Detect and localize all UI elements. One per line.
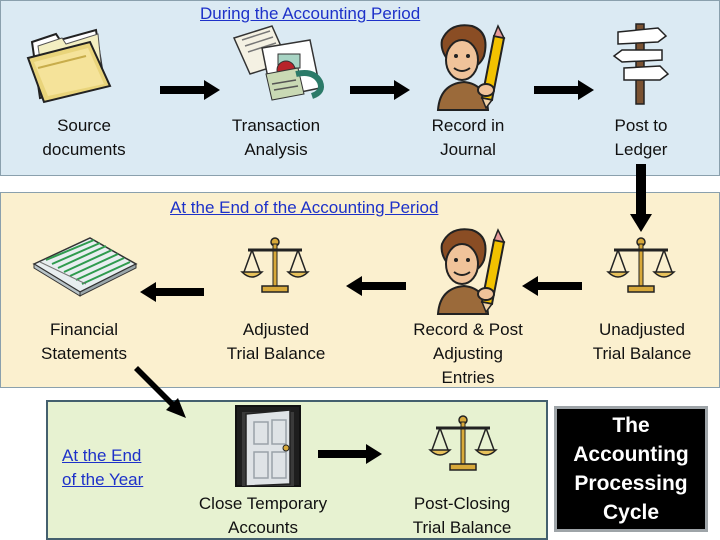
person-writing-icon xyxy=(428,20,512,112)
end-of-year-title-line-1: At the End xyxy=(62,444,143,468)
step-financial-statements-line-1: Financial xyxy=(24,318,144,342)
cycle-title-line-1: The xyxy=(612,411,649,440)
step-record-post-adjusting-line-2: Adjusting xyxy=(388,342,548,366)
step-post-to-ledger: Post to Ledger xyxy=(576,114,706,162)
step-adjusted-trial-balance-line-2: Trial Balance xyxy=(206,342,346,366)
step-post-to-ledger-line-1: Post to xyxy=(576,114,706,138)
step-adjusted-trial-balance: Adjusted Trial Balance xyxy=(206,318,346,366)
step-record-post-adjusting: Record & Post Adjusting Entries xyxy=(388,318,548,390)
scales-icon xyxy=(606,236,676,294)
person-writing-icon xyxy=(428,224,512,316)
end-of-year-title: At the End of the Year xyxy=(62,444,143,492)
step-financial-statements: Financial Statements xyxy=(24,318,144,366)
step-financial-statements-line-2: Statements xyxy=(24,342,144,366)
step-post-to-ledger-line-2: Ledger xyxy=(576,138,706,162)
arrow-close-to-post-closing xyxy=(318,444,382,464)
step-transaction-analysis-line-2: Analysis xyxy=(206,138,346,162)
arrow-ledger-to-unadjusted xyxy=(630,164,652,232)
cycle-title-line-4: Cycle xyxy=(603,498,659,527)
step-record-in-journal: Record in Journal xyxy=(398,114,538,162)
step-unadjusted-trial-balance-line-1: Unadjusted xyxy=(572,318,712,342)
step-post-closing-trial-balance: Post-Closing Trial Balance xyxy=(394,492,530,540)
arrow-unadjusted-to-adjusting xyxy=(522,276,582,296)
arrow-statements-to-close xyxy=(134,366,190,422)
scales-icon xyxy=(428,414,498,472)
step-close-temporary-accounts: Close Temporary Accounts xyxy=(178,492,348,540)
cycle-title-line-3: Processing xyxy=(574,469,687,498)
step-source-documents: Source documents xyxy=(24,114,144,162)
step-record-in-journal-line-2: Journal xyxy=(398,138,538,162)
cycle-title-box: The Accounting Processing Cycle xyxy=(554,406,708,532)
step-source-documents-line-1: Source xyxy=(24,114,144,138)
step-transaction-analysis-line-1: Transaction xyxy=(206,114,346,138)
arrow-adjusted-to-statements xyxy=(140,282,204,302)
arrow-journal-to-ledger xyxy=(534,80,594,100)
papers-icon xyxy=(226,18,330,108)
step-close-temporary-accounts-line-1: Close Temporary xyxy=(178,492,348,516)
arrow-source-to-analysis xyxy=(160,80,220,100)
step-unadjusted-trial-balance: Unadjusted Trial Balance xyxy=(572,318,712,366)
arrow-adjusting-to-adjusted xyxy=(346,276,406,296)
step-transaction-analysis: Transaction Analysis xyxy=(206,114,346,162)
cycle-title-line-2: Accounting xyxy=(573,440,689,469)
step-adjusted-trial-balance-line-1: Adjusted xyxy=(206,318,346,342)
step-record-post-adjusting-line-1: Record & Post xyxy=(388,318,548,342)
folder-icon xyxy=(26,24,114,104)
step-post-closing-trial-balance-line-2: Trial Balance xyxy=(394,516,530,540)
end-of-period-title: At the End of the Accounting Period xyxy=(170,198,438,218)
signpost-icon xyxy=(610,16,672,106)
report-stack-icon xyxy=(30,234,140,298)
step-record-in-journal-line-1: Record in xyxy=(398,114,538,138)
step-unadjusted-trial-balance-line-2: Trial Balance xyxy=(572,342,712,366)
step-source-documents-line-2: documents xyxy=(24,138,144,162)
arrow-analysis-to-journal xyxy=(350,80,410,100)
scales-icon xyxy=(240,236,310,294)
step-post-closing-trial-balance-line-1: Post-Closing xyxy=(394,492,530,516)
step-close-temporary-accounts-line-2: Accounts xyxy=(178,516,348,540)
end-of-year-title-line-2: of the Year xyxy=(62,468,143,492)
door-icon xyxy=(232,404,304,488)
step-record-post-adjusting-line-3: Entries xyxy=(388,366,548,390)
